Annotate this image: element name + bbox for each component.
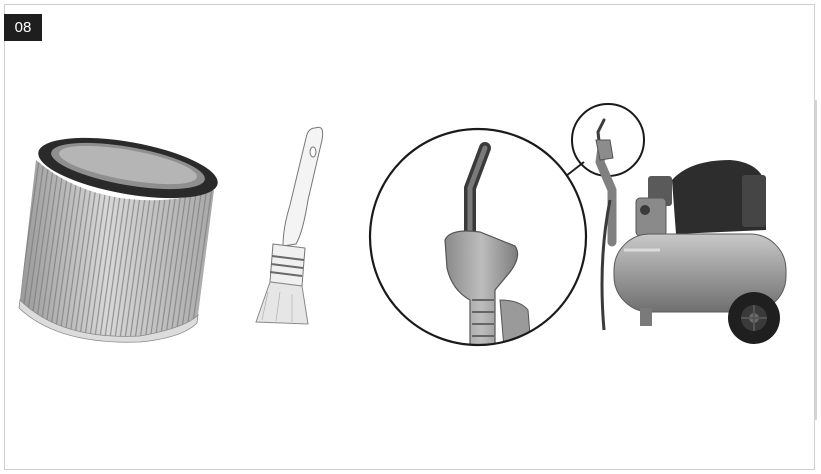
- cartridge-filter-illustration: [19, 127, 222, 343]
- zoom-detail-circle: [370, 129, 586, 360]
- air-compressor-illustration: [596, 120, 786, 344]
- paint-brush-illustration: [256, 127, 323, 324]
